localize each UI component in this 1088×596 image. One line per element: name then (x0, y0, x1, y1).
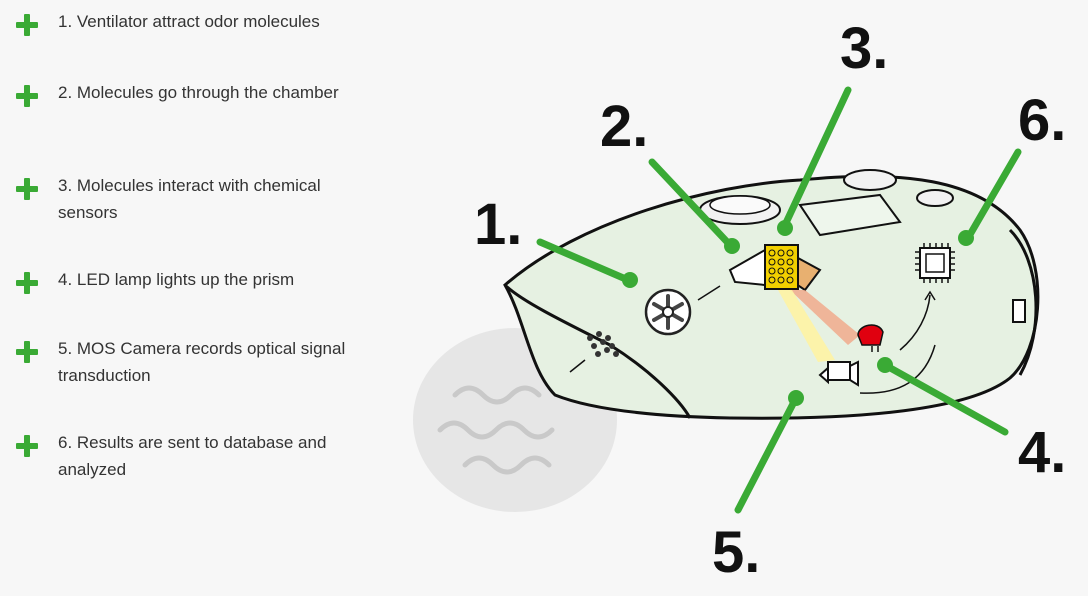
plus-icon (14, 270, 40, 296)
callout-label-6: 6. (1018, 88, 1067, 153)
camera-icon (818, 344, 936, 394)
callout-lines (536, 86, 1022, 514)
sensor-chamber-icon (728, 244, 822, 292)
callout-label-4: 4. (1018, 420, 1067, 485)
callout-label-5: 5. (712, 520, 761, 585)
plus-icon (14, 176, 40, 202)
plus-icon (14, 83, 40, 109)
chip-icon (899, 243, 955, 351)
step-1: 1. Ventilator attract odor molecules (14, 12, 374, 38)
steps-list: 1. Ventilator attract odor molecules 2. … (0, 0, 380, 596)
callout-label-3: 3. (840, 16, 889, 81)
device-illustration (413, 86, 1040, 514)
step-3: 3. Molecules interact with chemical sens… (14, 176, 374, 226)
device-diagram: 1. 2. 3. 6. 4. 5. (380, 0, 1088, 596)
step-6-text: 6. Results are sent to database and anal… (58, 433, 327, 479)
step-2-text: 2. Molecules go through the chamber (58, 83, 339, 102)
step-4-text: 4. LED lamp lights up the prism (58, 270, 295, 289)
step-2: 2. Molecules go through the chamber (14, 83, 374, 109)
fan-icon (644, 285, 721, 336)
callout-dots (622, 220, 974, 406)
step-3-text: 3. Molecules interact with chemical sens… (58, 176, 321, 222)
step-4: 4. LED lamp lights up the prism (14, 270, 374, 296)
callout-label-2: 2. (600, 94, 649, 159)
plus-icon (14, 12, 40, 38)
plus-icon (14, 339, 40, 365)
callout-label-1: 1. (474, 192, 523, 257)
step-1-text: 1. Ventilator attract odor molecules (58, 12, 320, 31)
plus-icon (14, 433, 40, 459)
light-beams (778, 290, 860, 362)
led-icon (857, 324, 884, 352)
step-5-text: 5. MOS Camera records optical signal tra… (58, 339, 346, 385)
step-6: 6. Results are sent to database and anal… (14, 433, 374, 483)
device-body (503, 169, 1040, 420)
step-5: 5. MOS Camera records optical signal tra… (14, 339, 374, 389)
